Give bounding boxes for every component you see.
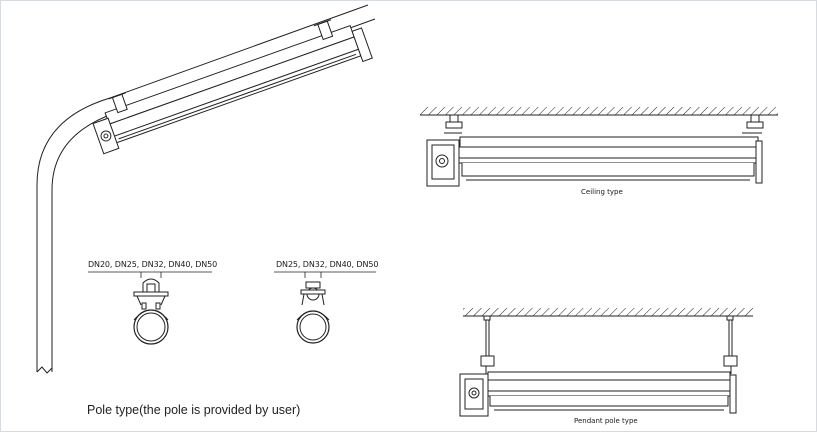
ceiling-type-caption: Ceiling type (581, 188, 623, 196)
pole-mount-drawing (36, 4, 376, 374)
pendant-type-caption: Pendant pole type (574, 417, 638, 425)
pipe-clamp-right (274, 271, 376, 344)
clamp-right-size-label: DN25, DN32, DN40, DN50 (276, 260, 379, 269)
pole-type-caption: Pole type(the pole is provided by user) (87, 403, 301, 417)
pole-break (36, 366, 53, 374)
ceiling-mount-drawing (420, 107, 778, 187)
pole-outer-edge (36, 4, 369, 372)
pendant-mount-drawing (459, 308, 753, 417)
clamp-left-size-label: DN20, DN25, DN32, DN40, DN50 (88, 260, 218, 269)
pole-luminaire (92, 19, 373, 155)
pipe-clamp-left (88, 271, 212, 345)
